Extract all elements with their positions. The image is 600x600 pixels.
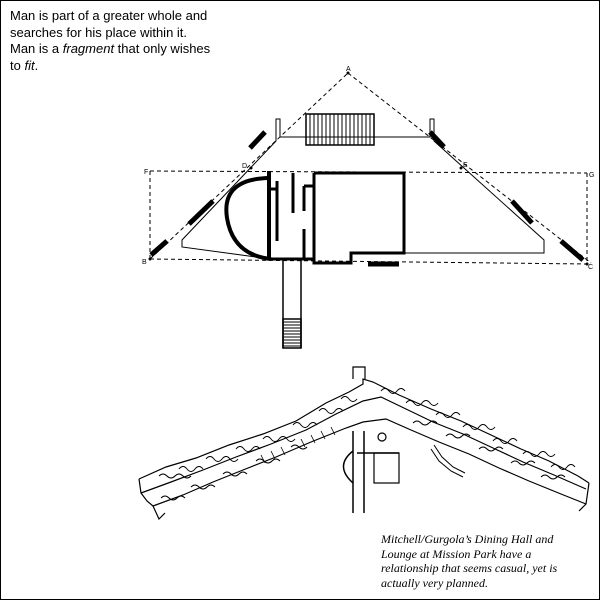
central-half-circle [342, 450, 354, 484]
point-label-a: A [346, 66, 351, 73]
point-label-d: D [242, 163, 247, 170]
roof-tile-texture-right [380, 388, 576, 470]
quote-line-2: searches for his place within it. [10, 24, 188, 40]
point-label-b: B [142, 259, 147, 266]
south-stair-treads [283, 321, 301, 347]
wall-segments [149, 130, 585, 267]
central-building-box [373, 452, 400, 484]
dining-hall-outline [181, 118, 545, 260]
quote-line-3-end: that only wishes [114, 41, 211, 56]
roof-tile-texture-left [158, 396, 358, 479]
point-label-g: G [589, 172, 594, 179]
quote-line-3-start: Man is a [10, 41, 63, 56]
central-small-circle [377, 432, 387, 442]
ground-right-edge [578, 482, 590, 512]
quote-text: Man is part of a greater whole and searc… [10, 8, 240, 74]
point-label-c: C [588, 264, 593, 271]
quote-emphasis-fragment: fragment [62, 41, 115, 56]
quote-line-1: Man is part of a greater whole and [10, 8, 208, 23]
point-label-e: E [463, 162, 468, 169]
roof-section-sketch [138, 366, 590, 521]
lounge-main-room [312, 171, 406, 265]
right-shed-lines-2 [433, 444, 466, 474]
label-dots [148, 71, 589, 266]
left-slope-hatch [260, 426, 336, 464]
dashed-apex-right [347, 72, 592, 264]
ground-left-edge [138, 478, 166, 521]
roof-tile-texture-lower [160, 420, 566, 501]
quote-emphasis-fit: fit [24, 57, 35, 73]
point-label-f: F [144, 169, 148, 176]
caption-text: Mitchell/Gurgola’s Dining Hall and Loung… [381, 532, 558, 590]
top-stair-treads [309, 114, 371, 145]
quote-line-4-start: to [10, 57, 25, 73]
roof-outer-line [138, 378, 590, 484]
dashed-apex-left [149, 72, 349, 260]
quote-line-4-end: . [34, 57, 39, 73]
construction-lines [149, 72, 592, 265]
top-stair [305, 113, 375, 146]
floor-plan [148, 71, 592, 349]
roof-inner-line [152, 418, 587, 507]
right-shed-lines [430, 448, 464, 478]
roof-second-line [140, 396, 587, 494]
apex-tower [352, 366, 366, 379]
lounge-curved-wall [224, 176, 272, 261]
